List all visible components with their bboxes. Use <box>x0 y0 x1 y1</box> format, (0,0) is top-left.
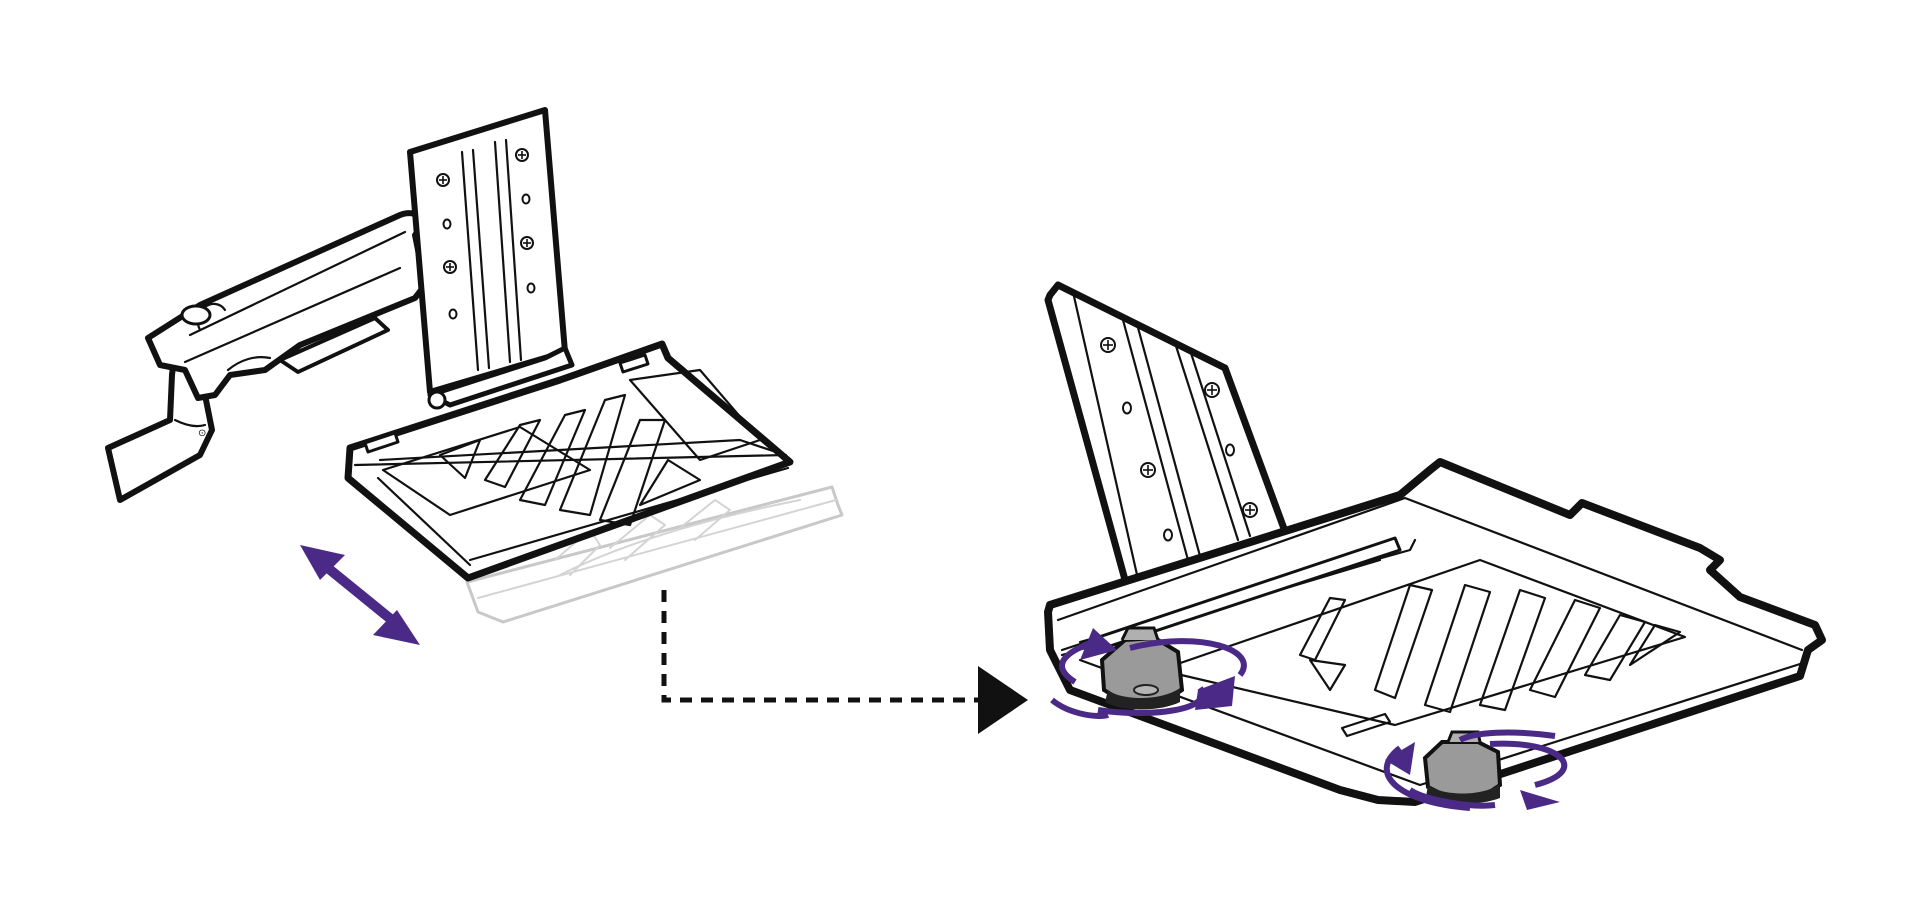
ghost-tray-icon <box>465 485 844 624</box>
screw-icon <box>436 148 534 274</box>
rotate-arrows-icon <box>1383 729 1568 811</box>
rotate-arrows-icon <box>1050 628 1247 720</box>
svg-text:⊙: ⊙ <box>198 428 206 439</box>
screw-icon <box>1100 337 1258 518</box>
double-headed-arrow-icon <box>300 545 420 645</box>
dashed-arrow-right-icon <box>661 590 1028 734</box>
keyboard-tray-icon <box>1044 458 1826 806</box>
locking-knob-icon <box>1099 626 1185 710</box>
keyboard-tray-arm-icon: ⊙ <box>105 107 844 645</box>
keyboard-tray-underside-icon <box>1044 281 1826 811</box>
